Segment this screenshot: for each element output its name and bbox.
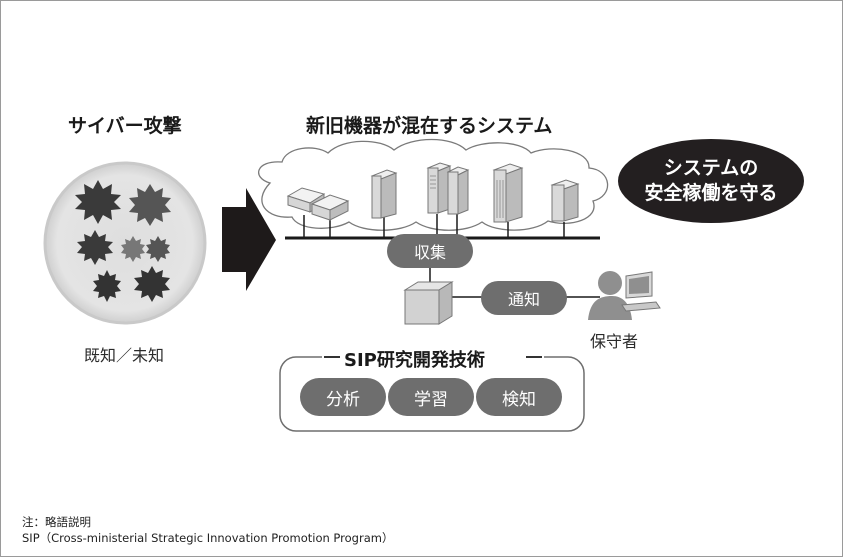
virus-icon (121, 236, 145, 262)
system-title: 新旧機器が混在するシステム (306, 115, 553, 137)
known-unknown-caption: 既知／未知 (84, 346, 165, 365)
goal-line-1: システムの (663, 157, 759, 179)
goal-oval (618, 139, 804, 223)
virus-icon (134, 266, 170, 302)
server-icon-2 (426, 162, 452, 214)
virus-icon (146, 236, 170, 262)
virus-icon (129, 184, 171, 226)
footnote-line-1: 注：略語説明 (22, 515, 91, 529)
virus-icon (75, 180, 121, 224)
virus-icon (93, 270, 121, 302)
server-icon-4 (492, 163, 524, 223)
footnotes: 注：略語説明 SIP（Cross-ministerial Strategic I… (22, 514, 393, 546)
attack-arrow (222, 188, 276, 291)
device-icon-flat-2 (310, 194, 350, 221)
monitor-box-icon (403, 281, 454, 325)
notify-pill: 通知 (481, 281, 567, 315)
virus-icon (77, 230, 113, 265)
server-icon-5 (550, 179, 580, 222)
attack-circle (43, 161, 207, 325)
detection-pill: 検知 (476, 378, 562, 416)
collect-pill: 収集 (387, 234, 473, 268)
learning-pill: 学習 (388, 378, 474, 416)
cyber-attack-title: サイバー攻撃 (68, 115, 182, 137)
sip-title: SIP研究開発技術 (344, 350, 485, 371)
goal-line-2: 安全稼働を守る (644, 182, 778, 204)
maintainer-icon (588, 271, 661, 320)
cyber-attack-group (43, 161, 207, 325)
goal-text: システムの 安全稼働を守る (618, 156, 804, 206)
footnote-line-2: SIP（Cross-ministerial Strategic Innovati… (22, 531, 394, 545)
server-icon-1 (370, 169, 398, 219)
maintainer-label: 保守者 (590, 332, 639, 351)
server-icon-3 (446, 166, 470, 215)
analysis-pill: 分析 (300, 378, 386, 416)
